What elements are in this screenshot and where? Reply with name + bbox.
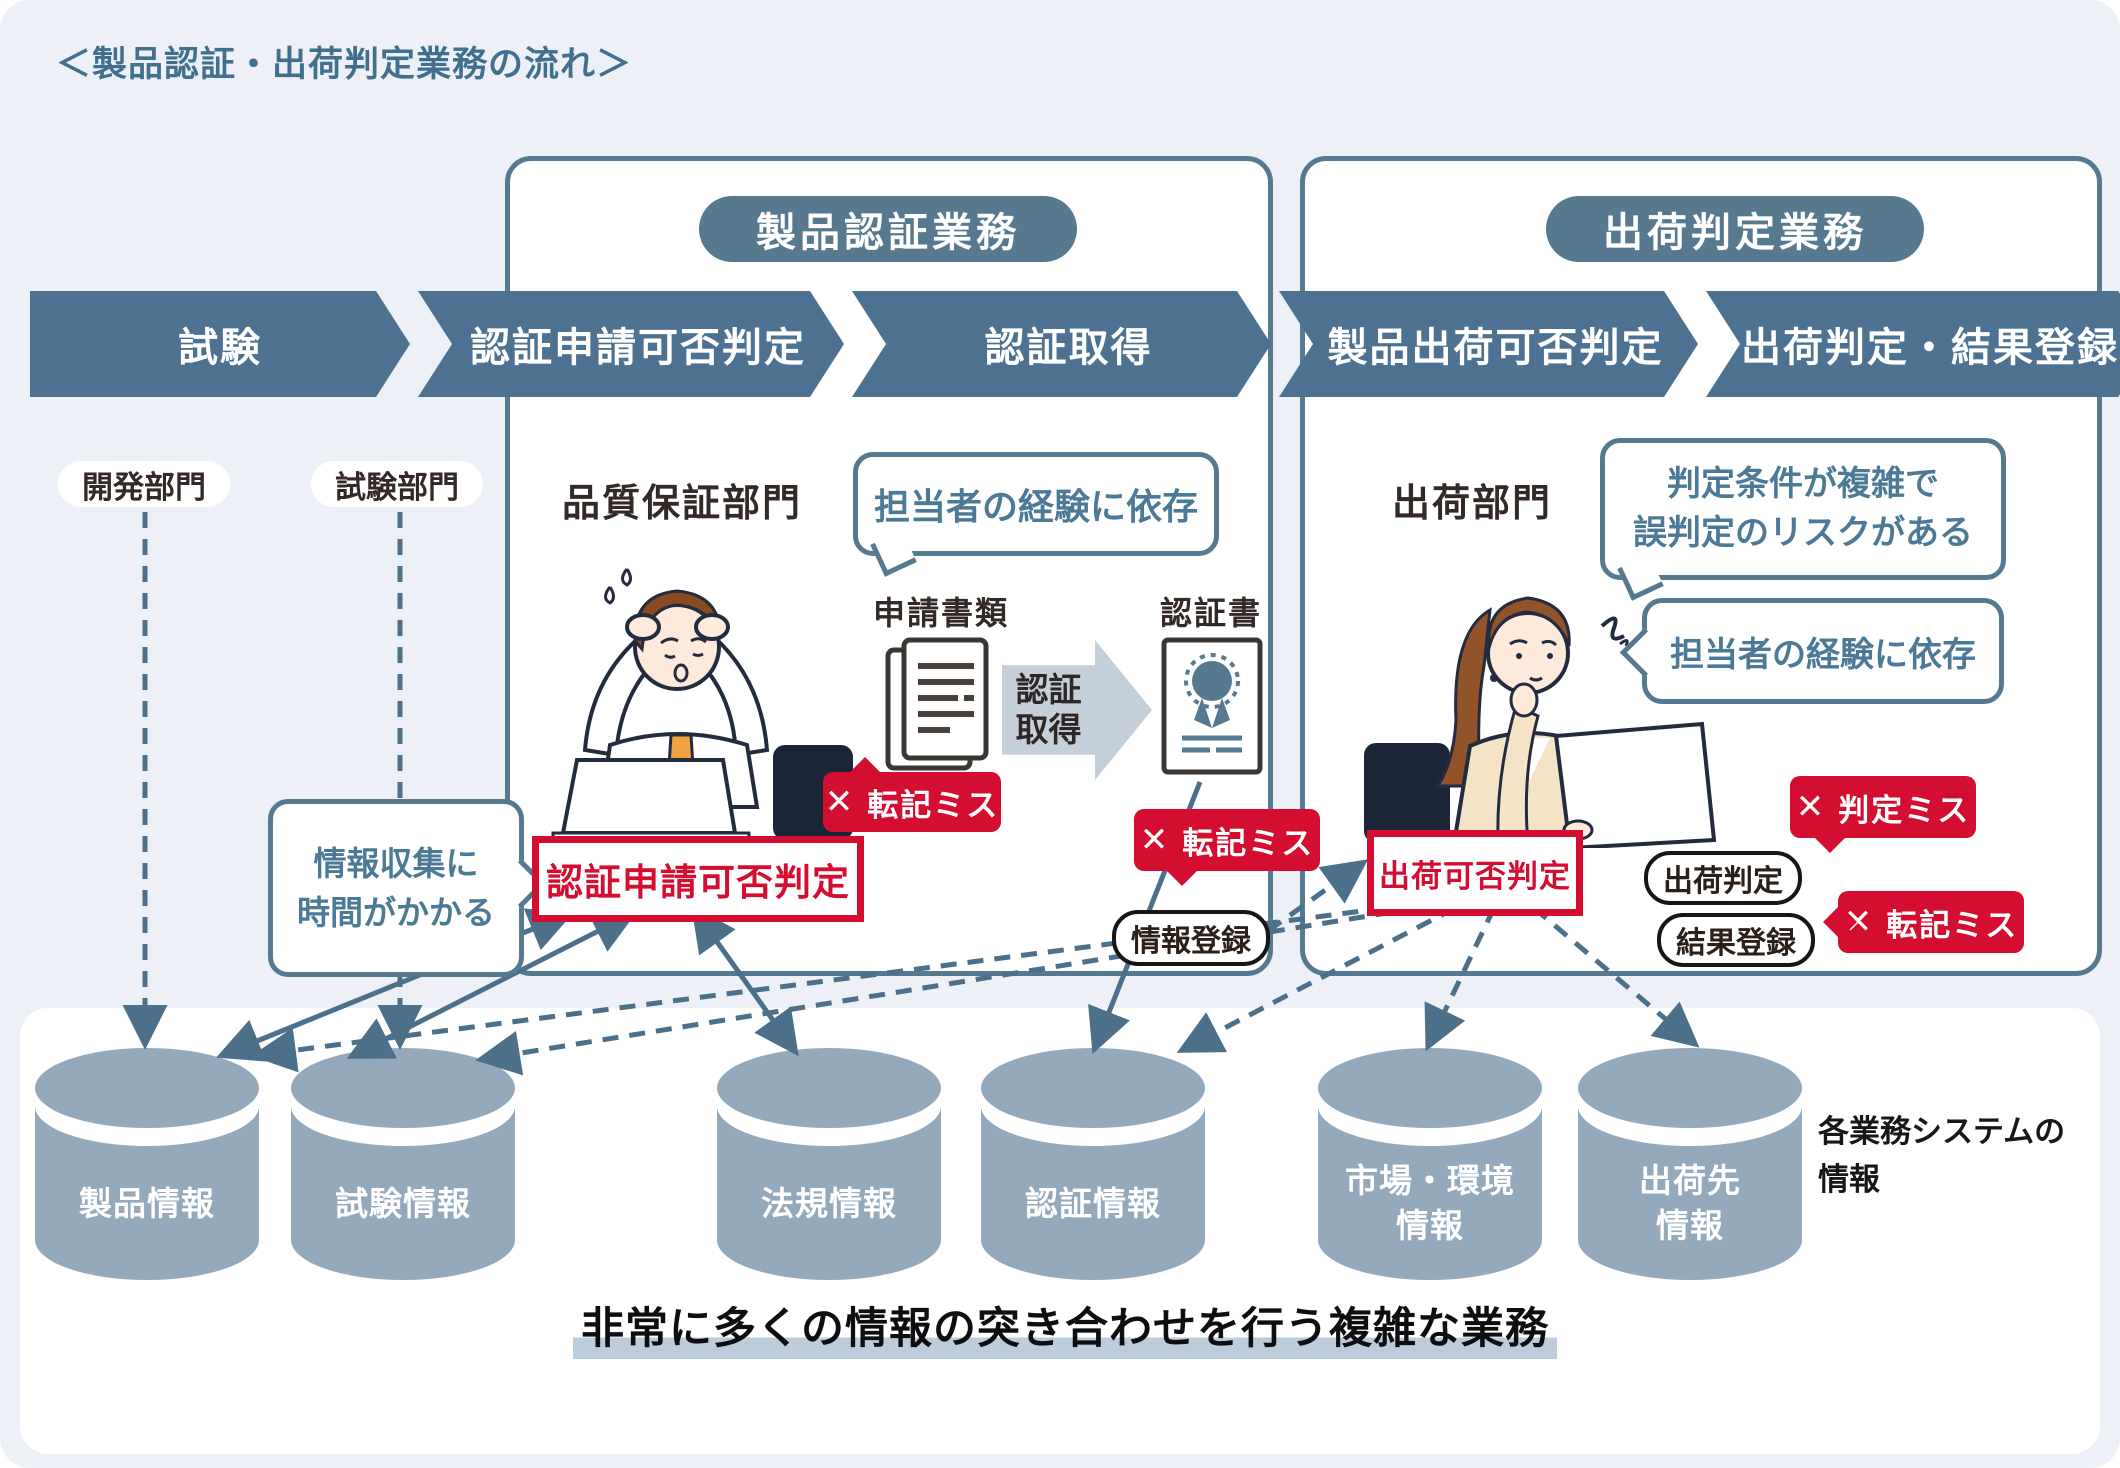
certificate-label: 認証書 <box>1160 595 1263 631</box>
info-register-pill: 情報登録 <box>1112 910 1270 966</box>
certificate-icon <box>1160 636 1264 776</box>
dept-testing: 試験部門 <box>311 461 483 507</box>
judgment-error-badge: ✕ 判定ミス <box>1790 776 1976 853</box>
dept-quality-assurance: 品質保証部門 <box>562 483 803 525</box>
database-destination-info: 出荷先 情報 <box>1577 1048 1803 1282</box>
database-label: 認証情報 <box>1025 1184 1161 1222</box>
shipping-judgment-label: 出荷可否判定 <box>1379 858 1571 894</box>
info-register-label: 情報登録 <box>1131 925 1251 958</box>
cert-application-judgment-box: 認証申請可否判定 <box>532 836 864 922</box>
result-register-pill: 結果登録 <box>1657 913 1815 967</box>
transcription-error-badge-docs: ✕ 転記ミス <box>823 757 1001 832</box>
application-docs-label: 申請書類 <box>873 595 1010 631</box>
database-label: 法規情報 <box>761 1184 897 1222</box>
experience-bubble-ship: 担当者の経験に依存 <box>1619 598 2004 704</box>
stressed-worker-illustration <box>515 545 875 845</box>
stage-shipping-judgment: 製品出荷可否判定 <box>1279 291 1698 397</box>
risk-bubble-text: 判定条件が複雑で 誤判定のリスクがある <box>1633 464 1973 552</box>
shipping-judgment-pill-label: 出荷判定 <box>1663 865 1783 898</box>
shipping-judgment-box: 出荷可否判定 <box>1367 830 1583 916</box>
shipping-section-header: 出荷判定業務 <box>1546 196 1924 262</box>
judgment-error-label: 判定ミス <box>1838 792 1971 828</box>
complexity-note: 非常に多くの情報の突き合わせを行う複雑な業務 <box>400 1294 1730 1359</box>
cert-application-judgment-label: 認証申請可否判定 <box>546 862 850 903</box>
collect-time-bubble-text: 情報収集に 時間がかかる <box>297 844 495 932</box>
systems-note: 各業務システムの 情報 <box>1818 1114 2066 1198</box>
diagram-title: ＜製品認証・出荷判定業務の流れ＞ <box>56 45 633 84</box>
database-label: 市場・環境 情報 <box>1345 1162 1515 1244</box>
transcription-error-badge-result: ✕ 転記ミス <box>1823 891 2024 953</box>
risk-bubble: 判定条件が複雑で 誤判定のリスクがある <box>1600 438 2006 601</box>
process-flow-bar: 試験 認証申請可否判定 認証取得 製品出荷可否判定 出荷判定・結果登録 <box>30 291 2120 397</box>
experience-bubble-cert-text: 担当者の経験に依存 <box>873 486 1198 527</box>
error-x-icon: ✕ <box>824 783 856 821</box>
complexity-note-text: 非常に多くの情報の突き合わせを行う複雑な業務 <box>573 1305 1557 1359</box>
experience-bubble-ship-text: 担当者の経験に依存 <box>1670 635 1976 674</box>
database-market-env-info: 市場・環境 情報 <box>1317 1048 1543 1282</box>
transcription-error-label: 転記ミス <box>867 787 1000 823</box>
result-register-pill-label: 結果登録 <box>1676 927 1796 960</box>
collect-time-bubble: 情報収集に 時間がかかる <box>268 799 547 977</box>
error-x-icon: ✕ <box>1139 821 1171 859</box>
dept-development: 開発部門 <box>58 461 230 507</box>
database-label: 出荷先 情報 <box>1639 1162 1741 1244</box>
transcription-error-label: 転記ミス <box>1182 825 1315 861</box>
document-icon <box>884 636 994 778</box>
transcription-error-label: 転記ミス <box>1886 907 2019 943</box>
stage-test: 試験 <box>30 291 410 397</box>
transcription-error-badge-register: ✕ 転記ミス <box>1134 809 1320 886</box>
database-test-info: 試験情報 <box>290 1048 516 1282</box>
error-x-icon: ✕ <box>1795 788 1827 826</box>
thinking-worker-illustration <box>1358 548 1718 848</box>
stage-result-registration: 出荷判定・結果登録 <box>1706 291 2120 397</box>
database-cert-info: 認証情報 <box>980 1048 1206 1282</box>
stage-cert-acquisition: 認証取得 <box>852 291 1271 397</box>
database-product-info: 製品情報 <box>34 1048 260 1282</box>
cert-acquisition-arrow-label: 認証 取得 <box>1015 671 1082 748</box>
database-label: 製品情報 <box>79 1184 215 1222</box>
database-regulation-info: 法規情報 <box>716 1048 942 1282</box>
database-label: 試験情報 <box>335 1184 471 1222</box>
stage-cert-application-judgment: 認証申請可否判定 <box>418 291 844 397</box>
experience-bubble-cert: 担当者の経験に依存 <box>853 452 1219 577</box>
dept-shipping: 出荷部門 <box>1392 483 1553 525</box>
shipping-judgment-pill: 出荷判定 <box>1644 851 1802 905</box>
certification-section-header: 製品認証業務 <box>699 196 1077 262</box>
